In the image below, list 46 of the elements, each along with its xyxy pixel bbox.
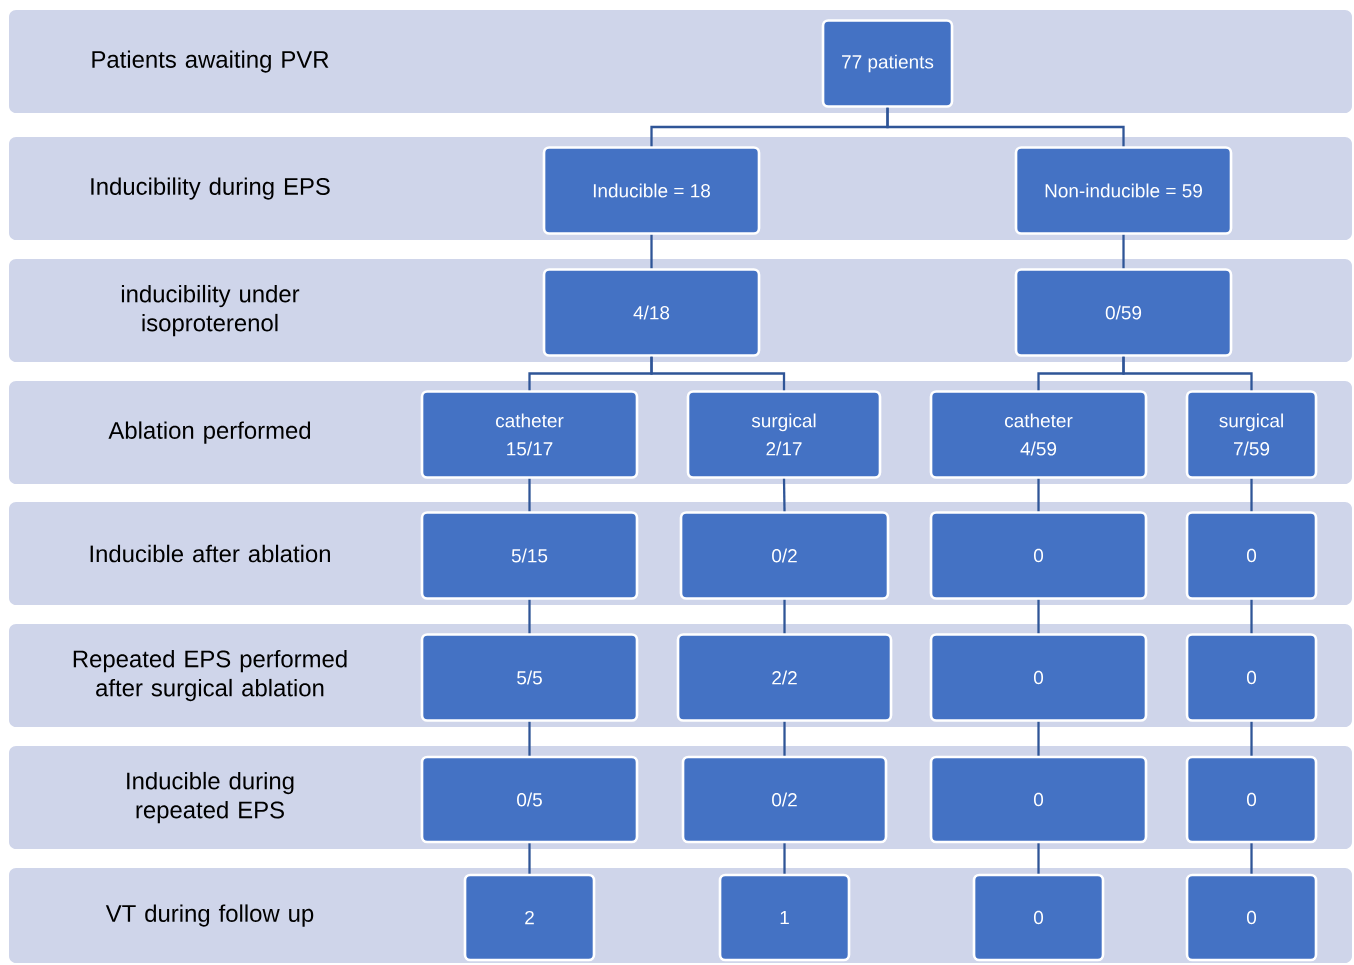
connector-line [528,721,531,756]
connector-line [1037,843,1040,874]
count-box: 0/59 [1014,268,1233,357]
connector-line [528,599,531,634]
count-box: 0/2 [679,511,890,600]
connector-line [528,843,531,874]
count-box: catheter 4/59 [929,390,1148,479]
connector-line [1037,478,1040,512]
count-box: 5/5 [420,633,639,722]
connector-line [783,721,786,756]
connector-line [1037,599,1040,634]
count-box: 0 [929,511,1148,600]
connector-line [528,478,531,512]
count-box: Inducible = 18 [542,146,761,235]
connector-line [1122,234,1125,269]
count-box: 0 [1185,755,1318,844]
count-box: 0 [1185,633,1318,722]
count-box: 4/18 [542,268,761,357]
connector-line [1250,843,1253,874]
connector-line [1122,356,1253,391]
count-box: 77 patients [821,19,954,108]
count-box: surgical 2/17 [686,390,882,479]
count-box: 0 [1185,511,1318,600]
count-box: 0/2 [681,755,888,844]
count-box: surgical 7/59 [1185,390,1318,479]
count-box: Non-inducible = 59 [1014,146,1233,235]
count-box: 0 [1185,873,1318,962]
connector-line [782,478,786,512]
connector-line [650,234,653,269]
connector-line [783,599,786,634]
count-box: 0 [929,755,1148,844]
connector-line [1037,721,1040,756]
count-box: 0 [929,633,1148,722]
connector-line [1250,478,1253,512]
connector-line [1250,721,1253,756]
count-box: 0 [972,873,1105,962]
connector-line [1250,599,1253,634]
connector-line [886,107,1125,147]
connector-line [650,356,786,391]
count-box: 2/2 [676,633,893,722]
count-box: 1 [718,873,851,962]
count-box: 5/15 [420,511,639,600]
count-box: 2 [463,873,596,962]
connector-line [783,843,786,874]
count-box: 0/5 [420,755,639,844]
count-box: catheter 15/17 [420,390,639,479]
